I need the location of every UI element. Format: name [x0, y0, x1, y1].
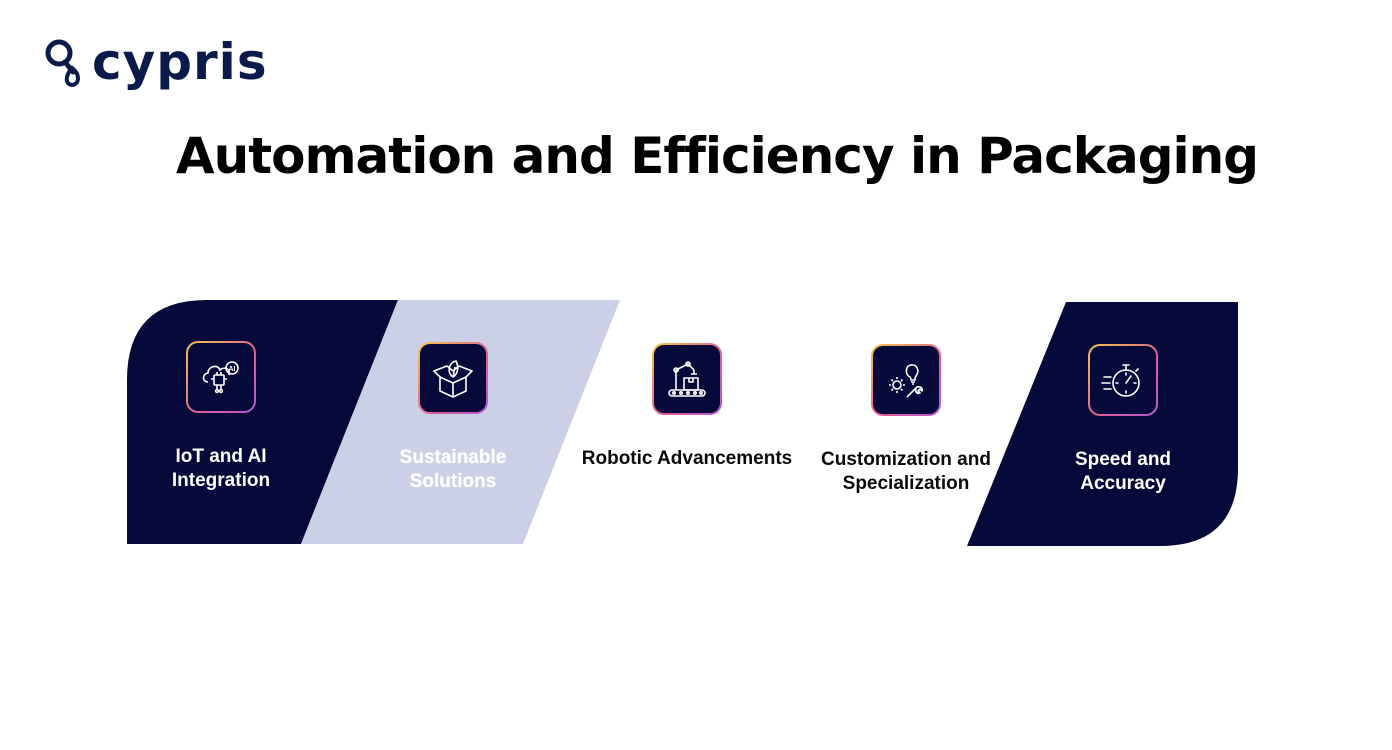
brand-name: cypris — [92, 33, 268, 91]
item-robotic: Robotic Advancements — [577, 343, 797, 471]
icon-frame — [418, 342, 488, 414]
ai-badge-text: AI — [229, 366, 236, 373]
icon-frame — [1088, 344, 1158, 416]
cloud-chip-ai-icon: AI — [202, 361, 239, 394]
box-leaf-icon — [433, 360, 473, 398]
item-label: Customization and Specialization — [821, 449, 991, 494]
banner-right-navy — [967, 302, 1238, 546]
item-label: Robotic Advancements — [581, 448, 793, 469]
icon-frame: AI — [186, 341, 256, 413]
item-label: Speed and Accuracy — [1074, 449, 1172, 494]
gear-bulb-wrench-icon — [889, 364, 923, 398]
robot-arm-conveyor-icon — [668, 361, 706, 397]
banner-lavender — [301, 300, 620, 544]
item-customization: Customization and Specialization — [796, 344, 1016, 496]
page-title: Automation and Efficiency in Packaging — [175, 127, 1259, 185]
brand-logo: cypris — [44, 33, 268, 91]
icon-frame — [652, 343, 722, 415]
item-speed-accuracy: Speed and Accuracy — [1013, 344, 1233, 496]
icon-frame — [871, 344, 941, 416]
stopwatch-icon — [1101, 364, 1140, 397]
item-label: Sustainable Solutions — [399, 447, 507, 492]
item-sustainable: Sustainable Solutions — [343, 342, 563, 494]
cypris-logo-icon — [45, 39, 80, 88]
item-iot-ai: AI IoT and AI Integration — [111, 341, 331, 493]
item-label: IoT and AI Integration — [171, 446, 271, 491]
